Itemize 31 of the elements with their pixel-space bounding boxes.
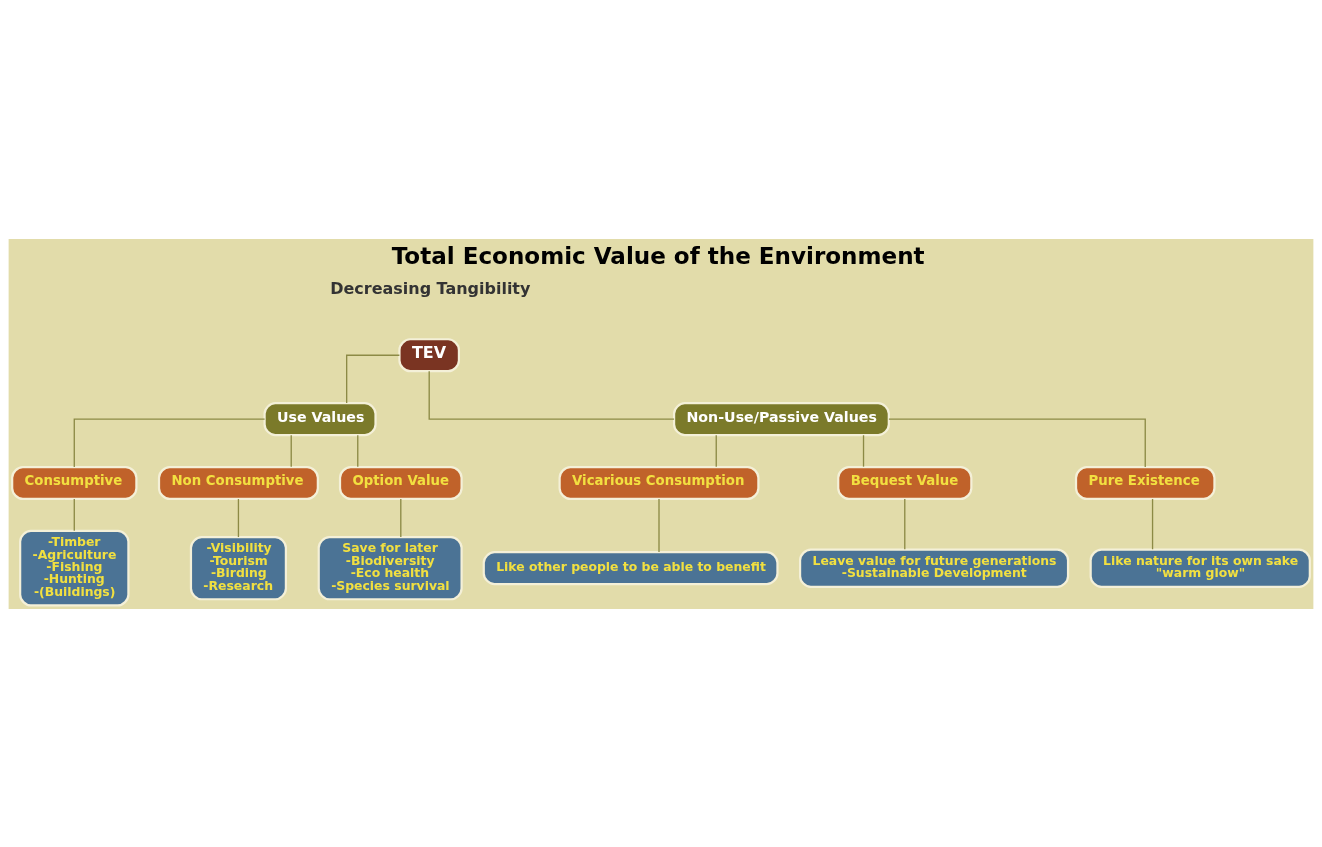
node-box: -Timber -Agriculture -Fishing -Hunting -(Buildings): [19, 529, 130, 607]
node-box: -Visibility -Tourism -Birding -Research: [189, 535, 287, 600]
node-box: TEV: [398, 337, 461, 372]
node-box: Like nature for its own sake "warm glow": [1089, 547, 1311, 588]
connector: [1151, 497, 1154, 550]
node-box: Pure Existence: [1074, 465, 1216, 500]
diagram-title: Total Economic Value of the Environment: [391, 242, 925, 269]
connector: [237, 497, 240, 538]
node-box: Consumptive: [11, 465, 138, 500]
node-box: Save for later -Biodiversity -Eco health -Species survival: [317, 535, 463, 600]
connector: [888, 417, 1146, 468]
connector: [715, 434, 717, 467]
node-box: Use Values: [263, 401, 377, 436]
node-box: Bequest Value: [837, 465, 973, 500]
node-box: Vicarious Consumption: [558, 465, 760, 500]
connector: [428, 370, 675, 420]
connector: [290, 434, 292, 467]
node-box: Option Value: [338, 465, 463, 500]
connector: [904, 497, 906, 550]
connector: [346, 354, 401, 404]
connector: [862, 434, 865, 467]
connector: [73, 417, 266, 468]
node-box: Non Consumptive: [157, 465, 319, 500]
node-box: Like other people to be able to benefit: [482, 550, 779, 585]
node-box: Leave value for future generations -Sustainable Development: [798, 547, 1070, 588]
label: Decreasing Tangibility: [330, 278, 531, 298]
connector: [73, 497, 75, 531]
connector: [357, 434, 359, 467]
connector: [400, 497, 402, 538]
connector: [658, 497, 660, 553]
node-box: Non-Use/Passive Values: [673, 401, 890, 436]
